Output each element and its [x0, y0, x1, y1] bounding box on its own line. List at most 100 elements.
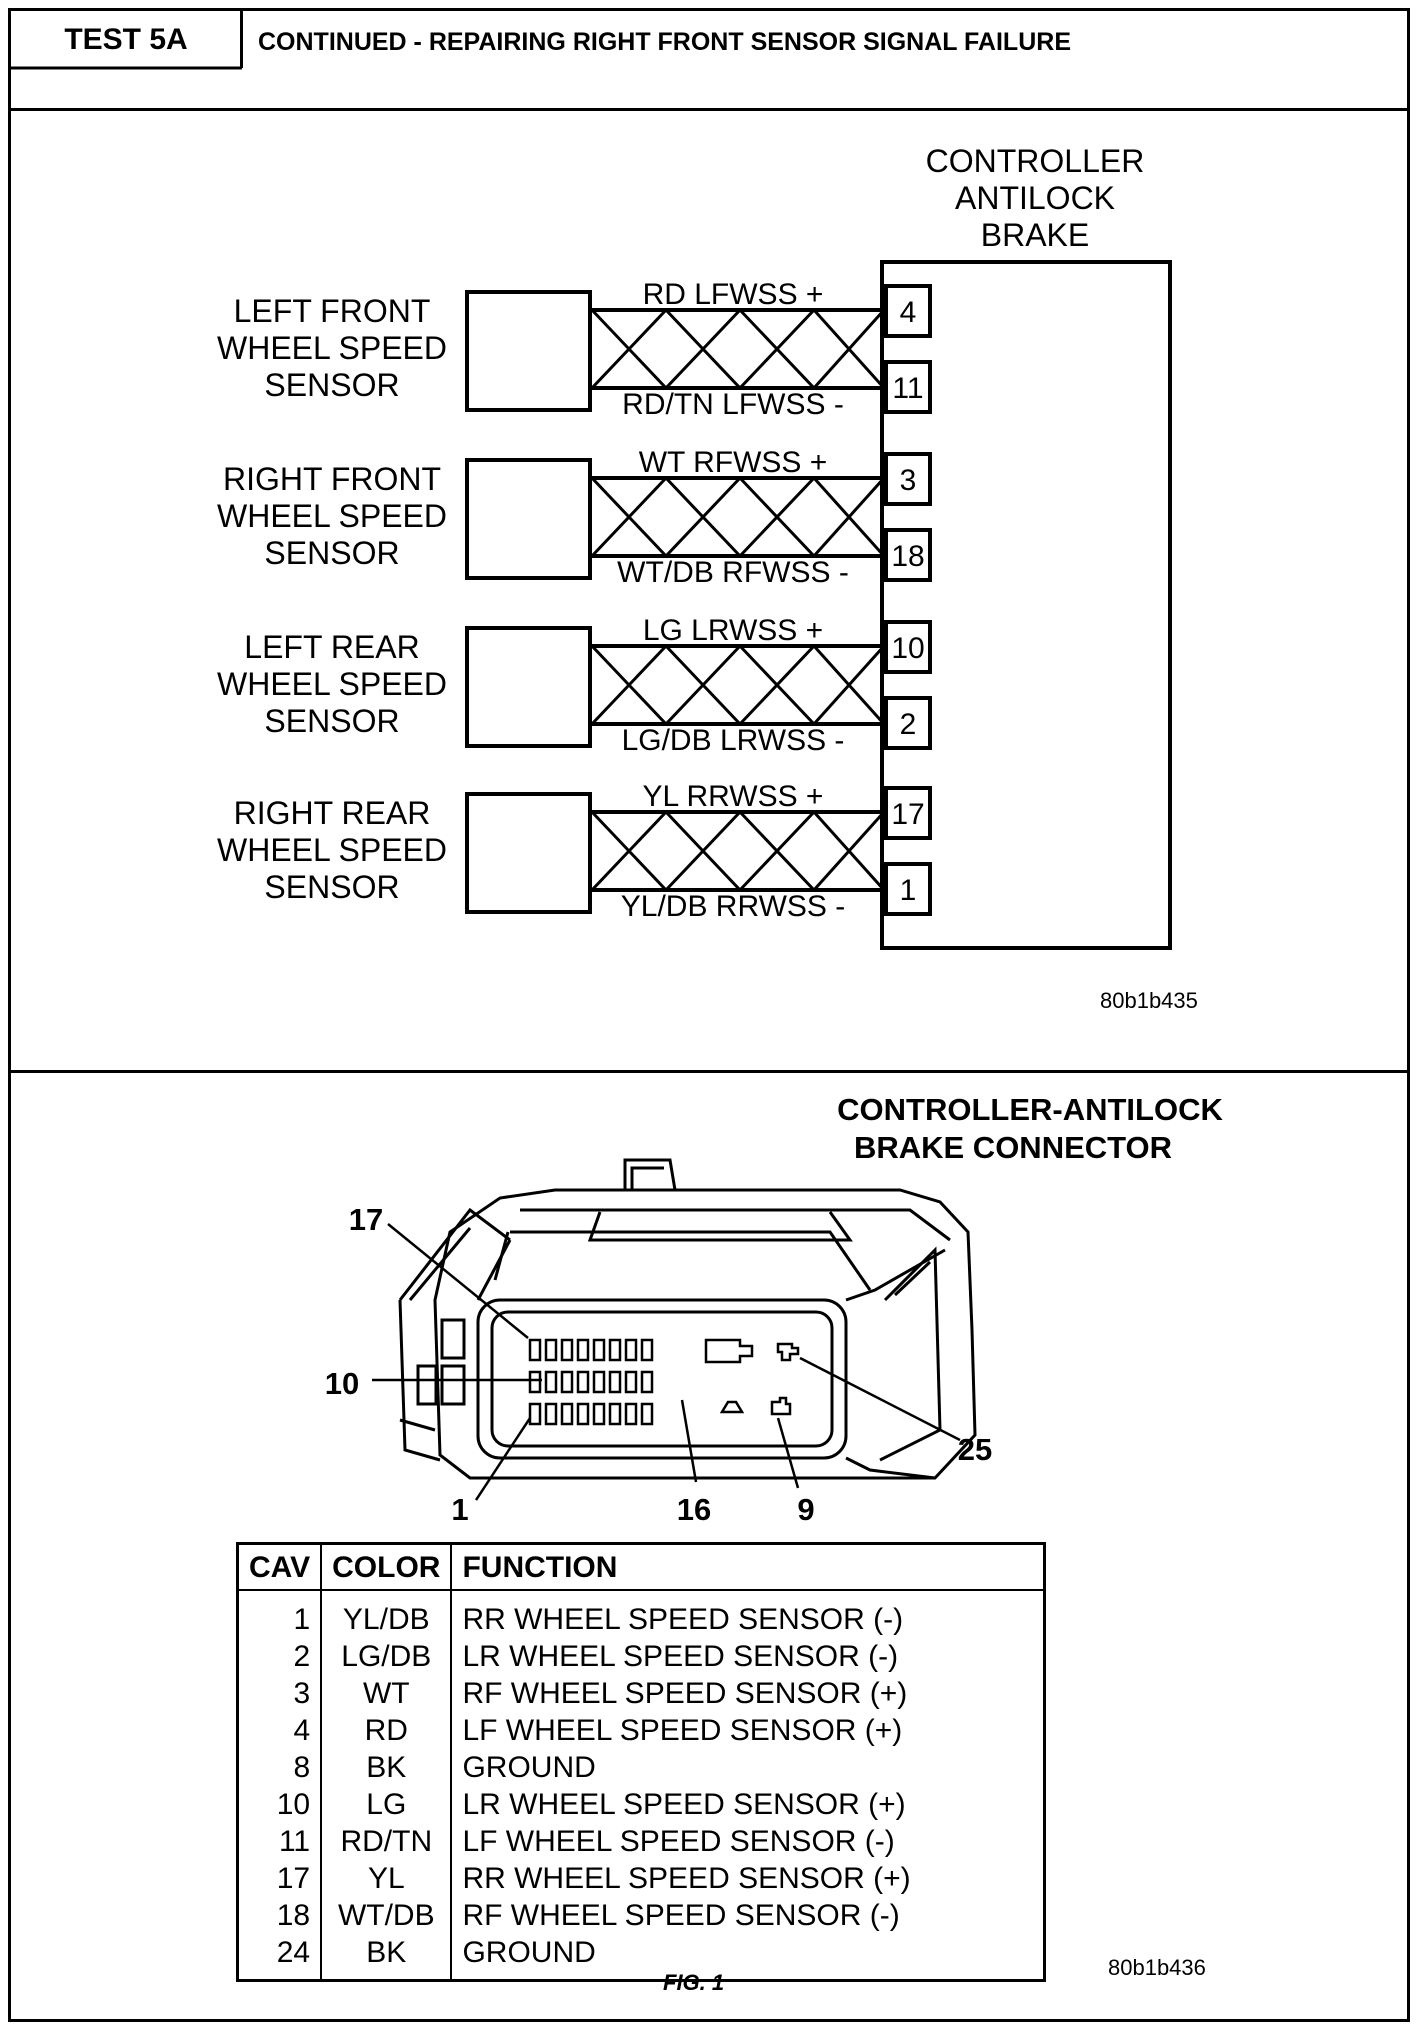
- pin-cavity: [560, 1370, 574, 1394]
- cell-function: LF WHEEL SPEED SENSOR (-): [462, 1825, 895, 1858]
- table-header-row: CAV COLOR FUNCTION: [237, 1543, 1045, 1591]
- connector-callout-number: 1: [451, 1492, 468, 1527]
- pin-cavity: [528, 1402, 542, 1426]
- section-divider: [8, 1070, 1410, 1073]
- sensor-label-line: WHEEL SPEED: [217, 498, 447, 534]
- pin-cavity: [640, 1338, 654, 1362]
- twisted-pair-pattern: [590, 308, 886, 390]
- table-header-function: FUNCTION: [451, 1543, 1045, 1591]
- pin-cavity: [528, 1370, 542, 1394]
- cell-color: LG/DB: [321, 1638, 453, 1675]
- cell-cav: 8: [237, 1749, 323, 1786]
- figure-caption: FIG. 1: [663, 1970, 725, 1995]
- sensor-label-line: LEFT FRONT: [234, 293, 431, 329]
- controller-module-label-line: BRAKE: [981, 217, 1089, 253]
- connector-special-cavities: [704, 1338, 800, 1416]
- sensor-box: [465, 792, 592, 914]
- pin-cavity: [592, 1338, 606, 1362]
- pin-cavity: [592, 1402, 606, 1426]
- page-title: CONTINUED - REPAIRING RIGHT FRONT SENSOR…: [258, 27, 1071, 56]
- cell-color: BK: [321, 1749, 453, 1786]
- pin-cavity: [576, 1402, 590, 1426]
- module-pin: 2: [884, 696, 932, 750]
- sensor-label-line: RIGHT REAR: [234, 795, 431, 831]
- pin-cavity: [528, 1338, 542, 1362]
- module-pin: 4: [884, 284, 932, 338]
- cell-cav: 10: [237, 1786, 323, 1823]
- module-pin-number: 10: [891, 632, 924, 665]
- plus-wire-label: RD LFWSS +: [643, 278, 824, 311]
- pin-cavity: [608, 1370, 622, 1394]
- sensor-label-line: RIGHT FRONT: [223, 461, 441, 497]
- pin-cavity: [560, 1338, 574, 1362]
- connector-drawing: [398, 1158, 977, 1480]
- pin-cavity: [544, 1402, 558, 1426]
- twisted-pair-pattern: [590, 810, 886, 892]
- cell-cav: 11: [237, 1823, 323, 1860]
- module-pin-number: 3: [900, 464, 917, 497]
- cell-color: YL/DB: [321, 1590, 453, 1638]
- connector-pin-cavities: [528, 1338, 654, 1426]
- connector-title-line: BRAKE CONNECTOR: [854, 1130, 1172, 1165]
- cell-cav: 1: [237, 1590, 323, 1638]
- sensor-label-line: SENSOR: [264, 869, 399, 905]
- figure-code-1: 80b1b435: [1100, 988, 1198, 1013]
- module-pin: 10: [884, 620, 932, 674]
- module-pin-number: 11: [892, 372, 923, 405]
- module-pin: 1: [884, 862, 932, 916]
- connector-callout-number: 9: [797, 1492, 814, 1527]
- cell-color: BK: [321, 1934, 453, 1981]
- minus-wire-label: WT/DB RFWSS -: [617, 556, 849, 589]
- cell-color: LG: [321, 1786, 453, 1823]
- module-pin: 3: [884, 452, 932, 506]
- controller-module-label-line: CONTROLLER: [926, 143, 1145, 179]
- cell-cav: 24: [237, 1934, 323, 1981]
- sensor-box: [465, 290, 592, 412]
- pin-cavity: [544, 1338, 558, 1362]
- header-vertical-divider: [240, 8, 243, 68]
- test-label: TEST 5A: [64, 23, 188, 56]
- pin-cavity: [608, 1402, 622, 1426]
- connector-callout-number: 25: [958, 1432, 992, 1467]
- sensor-label-line: SENSOR: [264, 703, 399, 739]
- pin-cavity: [592, 1370, 606, 1394]
- cell-cav: 18: [237, 1897, 323, 1934]
- cell-color: WT: [321, 1675, 453, 1712]
- connector-title-line: CONTROLLER-ANTILOCK: [837, 1092, 1223, 1127]
- pin-cavity: [576, 1370, 590, 1394]
- module-pin-number: 1: [900, 874, 917, 907]
- pin-cavity: [624, 1338, 638, 1362]
- pin-cavity: [640, 1402, 654, 1426]
- cell-function: RR WHEEL SPEED SENSOR (-): [462, 1603, 904, 1636]
- connector-callout-number: 17: [349, 1202, 383, 1237]
- sensor-box: [465, 458, 592, 580]
- cell-cav: 17: [237, 1860, 323, 1897]
- pin-cavity: [624, 1370, 638, 1394]
- cell-function: LR WHEEL SPEED SENSOR (+): [462, 1788, 906, 1821]
- sensor-label-line: WHEEL SPEED: [217, 832, 447, 868]
- connector-callout-leaders: [372, 1223, 961, 1501]
- controller-module-box: [880, 260, 1172, 950]
- cell-function: RF WHEEL SPEED SENSOR (-): [462, 1899, 900, 1932]
- pin-cavity: [544, 1370, 558, 1394]
- cell-function: GROUND: [462, 1751, 596, 1784]
- cell-cav: 2: [237, 1638, 323, 1675]
- pin-cavity: [608, 1338, 622, 1362]
- sensor-label-line: WHEEL SPEED: [217, 666, 447, 702]
